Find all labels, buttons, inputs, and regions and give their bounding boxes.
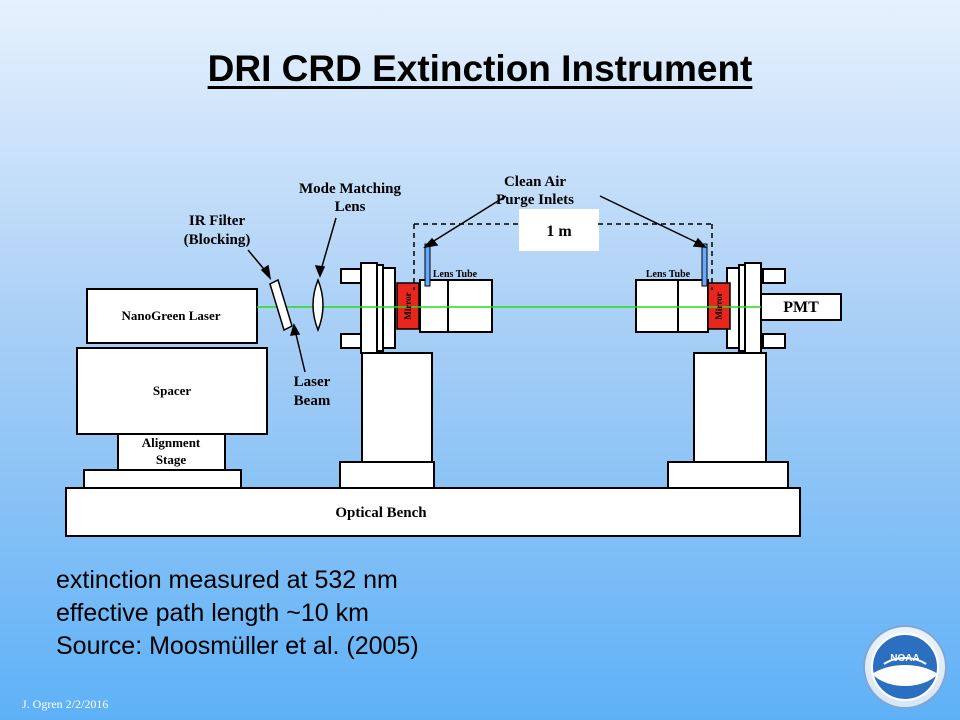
laser-beam-label: Laser [294,374,331,390]
left-lens-tube [419,279,493,333]
mode-matching-label: Mode Matching [299,181,402,197]
clean-air-label: Clean Air [504,174,566,190]
noaa-logo-text: NOAA [890,653,919,664]
slide-title: DRI CRD Extinction Instrument [207,48,753,89]
left-mount-base [339,461,435,489]
footer-author-date: J. Ogren 2/2/2016 [22,697,109,711]
left-mount-plate-3 [382,267,396,349]
mode-matching-lens [312,277,324,333]
spacer-label: Spacer [153,383,192,398]
clean-air-label-2: Purge Inlets [496,192,574,208]
right-mount-knob-bottom [762,333,786,349]
laser-head [86,288,258,344]
left-mirror-label: Mirror [403,292,413,319]
note-wavelength: extinction measured at 532 nm [56,566,398,594]
notes-block: extinction measured at 532 nm effective … [56,564,419,663]
right-mount-base [667,461,789,489]
right-lens-tube [635,279,709,333]
ir-filter-label: IR Filter [189,213,246,229]
laser-beam-label-2: Beam [294,393,331,409]
spacer-block [76,347,268,435]
left-mount-plate [360,262,378,354]
alignment-stage [117,432,226,471]
laser-label: NanoGreen Laser [121,308,220,323]
optical-bench-label: Optical Bench [335,505,427,521]
right-lens-tube-label: Lens Tube [646,269,691,280]
left-mount-post [361,352,433,463]
noaa-logo: NOAA [863,625,947,709]
optical-bench [65,487,801,537]
mode-matching-label-2: Lens [335,199,366,215]
note-path-length: effective path length ~10 km [56,599,369,627]
right-mount-plate [744,262,762,354]
pmt-detector [760,293,842,321]
alignment-label-2: Stage [156,452,187,467]
alignment-label: Alignment [142,435,201,450]
distance-box [519,209,599,251]
left-mirror [396,282,420,330]
right-mirror [707,282,731,330]
left-purge-inlet [424,243,431,287]
right-mirror-label: Mirror [714,292,724,319]
ir-filter [269,278,293,332]
pmt-label: PMT [783,299,819,316]
note-source: Source: Moosmüller et al. (2005) [56,632,419,660]
ir-filter-label-2: (Blocking) [184,232,251,248]
left-mount-knob-bottom [340,333,364,349]
distance-label: 1 m [546,223,572,240]
right-mount-post [693,352,767,463]
alignment-stage-base [83,469,242,489]
right-purge-inlet [701,243,708,287]
left-mount-knob-top [340,268,364,284]
right-mount-knob-top [762,268,786,284]
left-lens-tube-label: Lens Tube [433,269,478,280]
